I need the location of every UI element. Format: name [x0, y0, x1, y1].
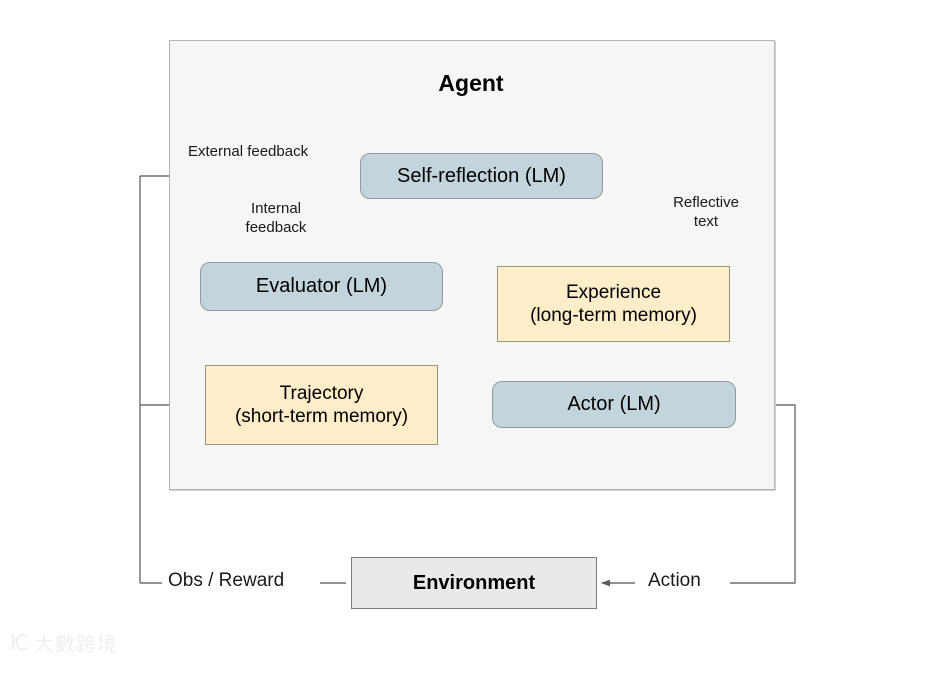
node-actor[interactable]: Actor (LM): [492, 381, 736, 428]
node-environment-label: Environment: [412, 571, 536, 594]
label-internal-feedback: Internal feedback: [235, 200, 317, 238]
node-experience-title: Experience: [565, 281, 662, 303]
node-trajectory-subtitle: (short-term memory): [234, 406, 409, 427]
label-action: Action: [642, 569, 707, 593]
node-experience-labels: Experience (long-term memory): [530, 281, 697, 327]
label-internal-feedback-line2: feedback: [245, 218, 307, 236]
node-self-reflection-label: Self-reflection (LM): [397, 164, 566, 187]
label-reflective-text-line1: Reflective: [673, 194, 739, 211]
node-trajectory[interactable]: Trajectory (short-term memory): [205, 365, 438, 445]
watermark-logo-icon: IC: [10, 630, 29, 655]
watermark: IC 大數跨境: [10, 628, 118, 657]
label-internal-feedback-line1: Internal: [250, 200, 302, 217]
node-experience[interactable]: Experience (long-term memory): [497, 266, 730, 342]
node-experience-subtitle: (long-term memory): [530, 305, 697, 326]
label-obs-reward: Obs / Reward: [162, 569, 291, 593]
node-environment[interactable]: Environment: [351, 557, 597, 609]
label-external-feedback: External feedback: [188, 143, 309, 160]
label-reflective-text-line2: text: [693, 212, 719, 230]
label-reflective-text: Reflective text: [660, 194, 752, 232]
node-actor-label: Actor (LM): [567, 393, 661, 416]
watermark-text: 大數跨境: [33, 632, 118, 656]
agent-title: Agent: [438, 70, 504, 96]
node-self-reflection[interactable]: Self-reflection (LM): [360, 153, 603, 199]
node-trajectory-title: Trajectory: [279, 382, 364, 404]
node-trajectory-labels: Trajectory (short-term memory): [235, 382, 408, 428]
node-evaluator-label: Evaluator (LM): [255, 275, 388, 298]
node-evaluator[interactable]: Evaluator (LM): [200, 262, 443, 311]
